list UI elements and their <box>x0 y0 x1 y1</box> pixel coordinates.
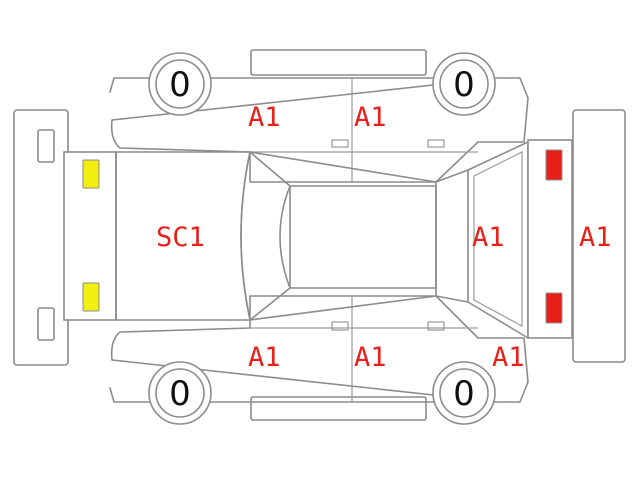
tire-front-right-rim <box>155 368 205 418</box>
top-rear-door-handle <box>427 139 445 148</box>
top-front-door-handle <box>331 139 349 148</box>
code-trunk-lid: A1 <box>472 222 505 253</box>
rear-window <box>435 169 469 303</box>
bottom-rear-door-handle <box>427 321 445 331</box>
code-front-door-top: A1 <box>248 102 281 133</box>
headlight-top <box>82 159 100 189</box>
top-side-body <box>109 77 529 183</box>
bottom-running-board <box>250 396 427 421</box>
headlight-bottom <box>82 282 100 312</box>
code-front-door-bottom: A1 <box>248 342 281 373</box>
taillight-top <box>545 149 563 181</box>
code-rear-bumper: A1 <box>579 222 612 253</box>
bottom-front-door-handle <box>331 321 349 331</box>
code-rear-door-top: A1 <box>354 102 387 133</box>
trunk-inner <box>473 151 523 328</box>
windshield <box>249 151 291 321</box>
tire-front-left-value: 0 <box>169 65 191 105</box>
rear-bumper <box>572 109 626 363</box>
cabin-outline <box>240 151 437 321</box>
code-rear-door-bottom: A1 <box>354 342 387 373</box>
tire-front-right-value: 0 <box>169 374 191 414</box>
roof-panel <box>289 185 437 289</box>
taillight-bottom <box>545 292 563 324</box>
front-bumper-slot-bottom <box>37 307 55 341</box>
tire-rear-right-value: 0 <box>453 374 475 414</box>
bottom-side-body <box>109 295 529 403</box>
code-rear-quarter-bottom: A1 <box>492 342 525 373</box>
tire-rear-left-rim <box>439 59 489 109</box>
front-bumper-slot-top <box>37 129 55 163</box>
code-hood: SC1 <box>156 222 205 253</box>
tire-rear-right-rim <box>439 368 489 418</box>
tire-rear-left-value: 0 <box>453 65 475 105</box>
top-running-board <box>250 49 427 76</box>
tire-front-left-rim <box>155 59 205 109</box>
